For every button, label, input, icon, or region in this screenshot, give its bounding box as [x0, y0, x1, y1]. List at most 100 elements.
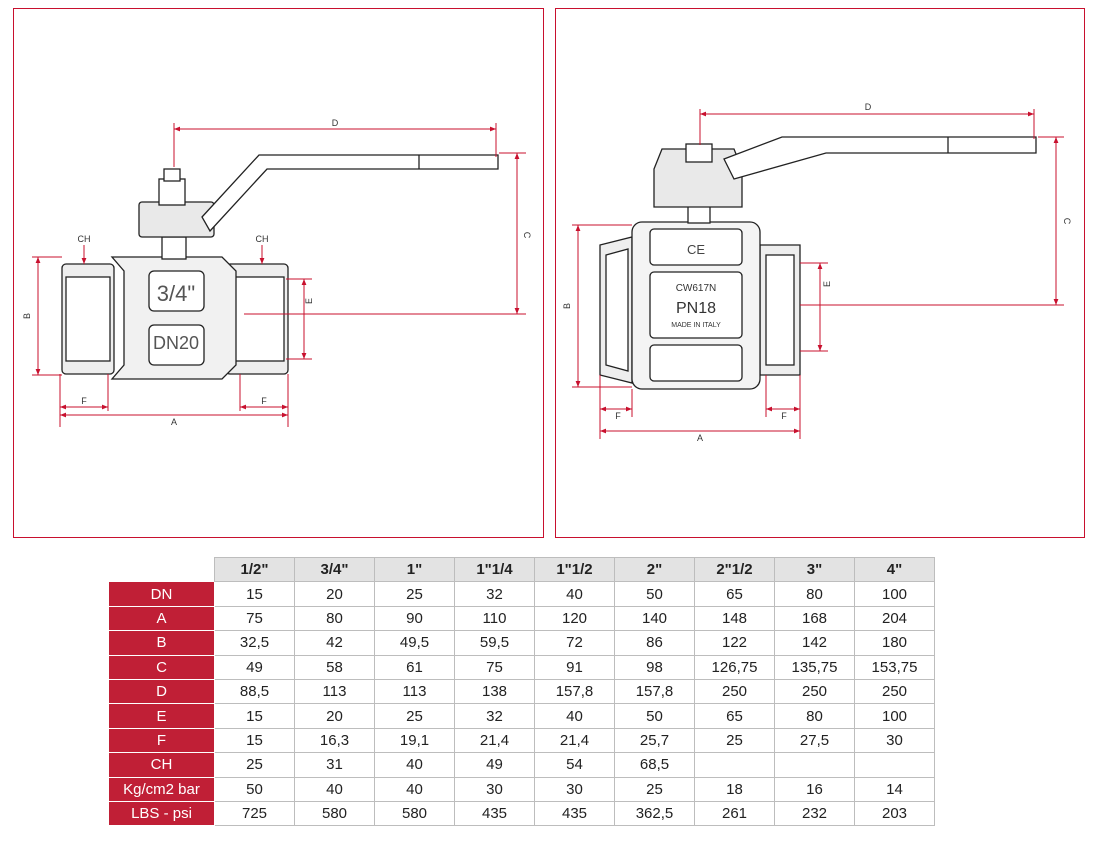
table-cell: 20: [294, 703, 375, 729]
table-cell: 142: [774, 630, 855, 656]
row-header: CH: [108, 752, 215, 778]
table-cell: 580: [374, 800, 455, 827]
table-cell: 250: [774, 678, 855, 705]
row-header: A: [108, 605, 215, 632]
right-drawing-panel: CE CW617N PN18 MADE IN ITALY: [555, 8, 1085, 538]
table-cell: 204: [854, 605, 935, 632]
dim-label-b: B: [22, 313, 32, 319]
dim-label-f-right: F: [261, 396, 267, 406]
table-cell: 50: [614, 581, 695, 607]
table-cell: 30: [854, 727, 935, 754]
pressure-marking: PN18: [676, 300, 716, 317]
row-header: DN: [108, 581, 215, 607]
dim-label-c: C: [522, 232, 532, 239]
table-cell: 157,8: [534, 678, 615, 705]
table-cell: 25: [374, 581, 455, 607]
row-header: C: [108, 654, 215, 680]
table-cell: 16,3: [294, 727, 375, 754]
table-cell: 80: [294, 605, 375, 632]
row-header: E: [108, 703, 215, 729]
column-header: 4": [854, 556, 935, 583]
table-cell: 68,5: [614, 752, 695, 778]
table-cell: 61: [374, 654, 455, 680]
dim-label-d: D: [865, 102, 872, 112]
table-cell: 59,5: [454, 630, 535, 656]
table-cell: 14: [854, 776, 935, 802]
table-cell: 232: [774, 800, 855, 827]
dim-label-c: C: [1062, 218, 1072, 225]
row-header: LBS - psi: [108, 800, 215, 827]
column-header: 1/2": [214, 556, 295, 583]
table-cell: 113: [294, 678, 375, 705]
table-cell: 32: [454, 703, 535, 729]
dim-label-b: B: [562, 303, 572, 309]
table-cell: 65: [694, 703, 775, 729]
table-cell: 21,4: [454, 727, 535, 754]
body-dn-marking: DN20: [153, 333, 199, 353]
table-cell: 21,4: [534, 727, 615, 754]
table-cell: 110: [454, 605, 535, 632]
table-cell: 32,5: [214, 630, 295, 656]
dim-label-d: D: [332, 118, 339, 128]
table-cell: 50: [614, 703, 695, 729]
body-size-marking: 3/4": [157, 281, 195, 306]
table-cell: 725: [214, 800, 295, 827]
table-cell: 113: [374, 678, 455, 705]
table-cell: [854, 752, 935, 778]
table-cell: 122: [694, 630, 775, 656]
table-cell: 25: [214, 752, 295, 778]
dim-label-e: E: [304, 298, 314, 304]
table-cell: 25: [694, 727, 775, 754]
table-cell: 580: [294, 800, 375, 827]
table-cell: 15: [214, 581, 295, 607]
table-cell: 42: [294, 630, 375, 656]
left-drawing-panel: 3/4" DN20: [13, 8, 544, 538]
column-header: 2"1/2: [694, 556, 775, 583]
table-cell: 120: [534, 605, 615, 632]
table-cell: 40: [534, 581, 615, 607]
dim-label-ch-left: CH: [78, 234, 91, 244]
table-cell: 203: [854, 800, 935, 827]
table-cell: 75: [454, 654, 535, 680]
table-cell: 16: [774, 776, 855, 802]
table-cell: 75: [214, 605, 295, 632]
table-cell: 80: [774, 703, 855, 729]
table-cell: 435: [534, 800, 615, 827]
row-header: F: [108, 727, 215, 754]
dim-label-f-left: F: [615, 411, 621, 421]
column-header: 1"1/2: [534, 556, 615, 583]
table-cell: 100: [854, 581, 935, 607]
row-header: D: [108, 678, 215, 705]
table-cell: 148: [694, 605, 775, 632]
table-cell: 30: [534, 776, 615, 802]
table-cell: 72: [534, 630, 615, 656]
table-cell: 20: [294, 581, 375, 607]
table-cell: 50: [214, 776, 295, 802]
column-header: 3/4": [294, 556, 375, 583]
table-cell: 25,7: [614, 727, 695, 754]
table-corner-cell: [108, 557, 215, 582]
table-cell: 157,8: [614, 678, 695, 705]
column-header: 1": [374, 556, 455, 583]
row-header: B: [108, 630, 215, 656]
table-cell: 18: [694, 776, 775, 802]
table-cell: 98: [614, 654, 695, 680]
table-cell: 126,75: [694, 654, 775, 680]
ce-mark: CE: [687, 242, 705, 257]
table-cell: 40: [294, 776, 375, 802]
table-cell: 40: [534, 703, 615, 729]
ball-valve-top-drawing: CE CW617N PN18 MADE IN ITALY: [562, 102, 1072, 443]
table-cell: 153,75: [854, 654, 935, 680]
dim-label-f-left: F: [81, 396, 87, 406]
column-header: 2": [614, 556, 695, 583]
